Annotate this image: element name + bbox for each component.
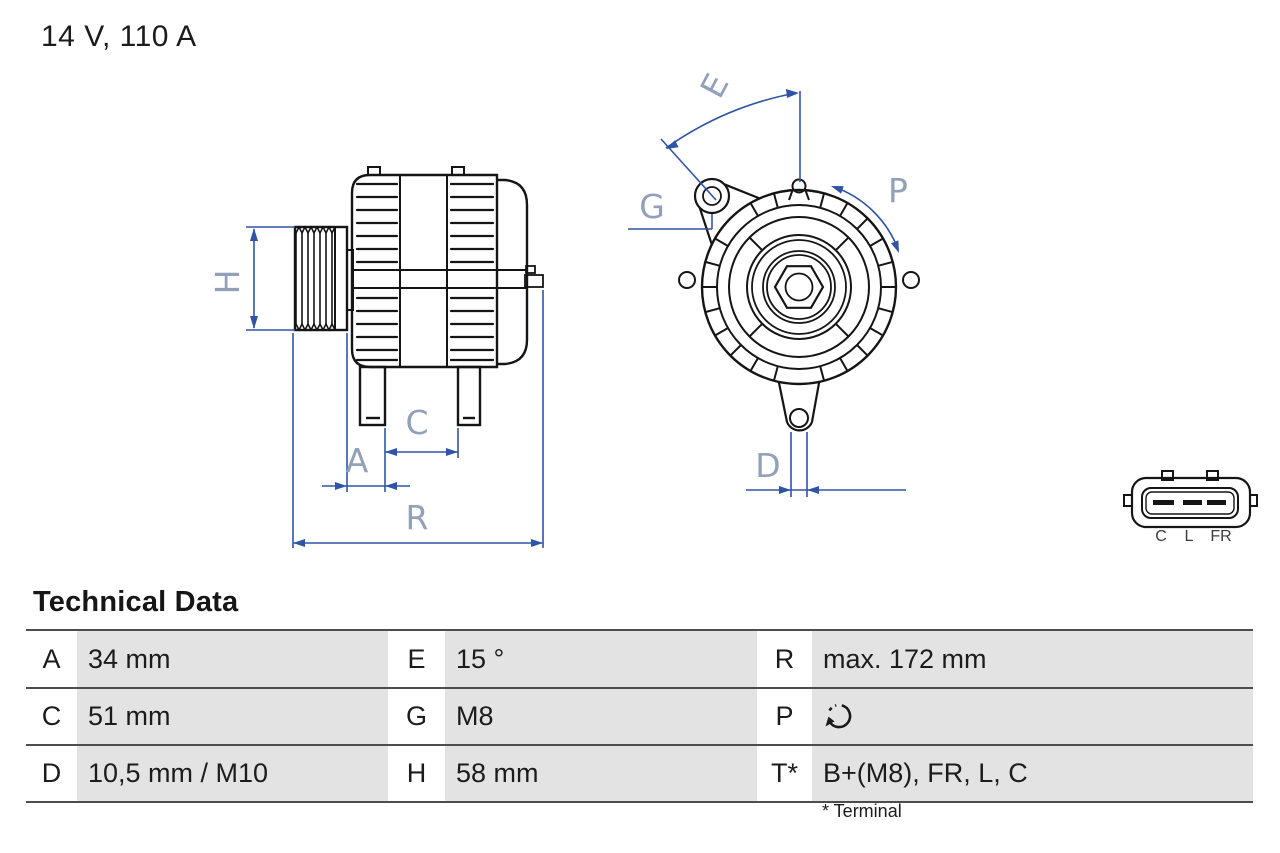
connector-pins <box>1153 500 1226 505</box>
spec-value: 15 ° <box>445 631 757 687</box>
g-mounting-lug <box>693 177 760 245</box>
spec-key: G <box>388 689 445 744</box>
dimension-label-e: E <box>692 67 736 104</box>
spec-key: H <box>388 746 445 801</box>
right-ear-lug <box>902 271 920 289</box>
vent-slots <box>702 193 896 381</box>
spec-key: R <box>757 631 812 687</box>
dimension-label-g: G <box>639 187 665 226</box>
spec-key: P <box>757 689 812 744</box>
dimension-label-d: D <box>755 446 780 485</box>
top-ear-lug <box>791 178 807 194</box>
table-row: A 34 mm E 15 ° R max. 172 mm <box>26 631 1253 689</box>
connector-pin-label-l: L <box>1185 528 1194 545</box>
spec-key: T* <box>757 746 812 801</box>
spec-value: 58 mm <box>445 746 757 801</box>
pulley <box>293 225 354 332</box>
alternator-body <box>350 166 527 369</box>
alternator-technical-drawing: H A C R <box>208 67 1258 548</box>
connector-pin-label-fr: FR <box>1210 528 1231 545</box>
spec-key: C <box>26 689 77 744</box>
terminal-footnote: * Terminal <box>822 801 902 821</box>
spec-key: D <box>26 746 77 801</box>
table-row: D 10,5 mm / M10 H 58 mm T* B+(M8), FR, L… <box>26 746 1253 803</box>
plug-connector-diagram <box>1123 470 1258 529</box>
technical-data-heading: Technical Data <box>33 586 239 618</box>
spec-value-rotation <box>812 689 1253 744</box>
technical-data-table: A 34 mm E 15 ° R max. 172 mm C 51 mm G M… <box>26 629 1253 803</box>
dimension-label-a: A <box>346 441 369 480</box>
left-ear-lug <box>678 271 696 289</box>
front-view-drawing <box>678 177 920 432</box>
spec-value: 51 mm <box>77 689 388 744</box>
spec-value: B+(M8), FR, L, C <box>812 746 1253 801</box>
table-row: C 51 mm G M8 P <box>26 689 1253 746</box>
spec-value: 34 mm <box>77 631 388 687</box>
dimension-label-h: H <box>208 270 247 295</box>
mounting-feet <box>358 365 482 427</box>
b-plus-terminal <box>525 265 536 274</box>
dimension-label-c: C <box>405 403 428 442</box>
spec-key: A <box>26 631 77 687</box>
rotation-direction-icon <box>825 703 852 728</box>
spec-key: E <box>388 631 445 687</box>
side-view-dimensions <box>246 226 544 548</box>
spec-value: 10,5 mm / M10 <box>77 746 388 801</box>
shaft-hex-nut <box>773 265 825 309</box>
product-rating-title: 14 V, 110 A <box>41 20 197 53</box>
dimension-label-p: P <box>888 171 908 210</box>
side-view-drawing <box>293 166 544 427</box>
d-mounting-lug <box>777 381 821 432</box>
spec-value: M8 <box>445 689 757 744</box>
connector-pin-label-c: C <box>1155 528 1167 545</box>
rear-cover <box>497 178 544 366</box>
spec-value: max. 172 mm <box>812 631 1253 687</box>
dimension-label-r: R <box>406 498 429 537</box>
front-view-dimensions <box>628 89 906 497</box>
